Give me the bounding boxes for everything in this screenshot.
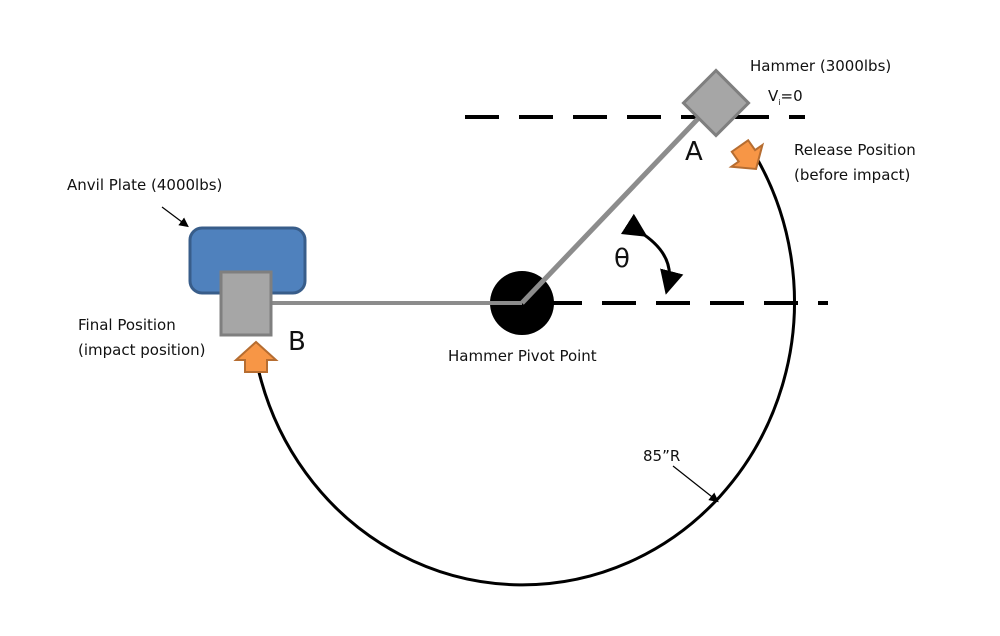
point-b-label: B xyxy=(288,327,306,357)
release-position-label-line1: Release Position xyxy=(794,141,916,159)
radius-pointer-arrow xyxy=(672,465,719,503)
impact-arrow-icon xyxy=(233,340,279,373)
final-position-label-line2: (impact position) xyxy=(78,341,206,359)
anvil-pointer-arrow xyxy=(161,206,189,228)
velocity-value: =0 xyxy=(780,87,803,105)
anvil-label: Anvil Plate (4000lbs) xyxy=(67,176,223,194)
final-position-label-line1: Final Position xyxy=(78,316,176,334)
velocity-symbol: V xyxy=(768,87,779,105)
hammer-final-position xyxy=(219,270,273,337)
hammer-label: Hammer (3000lbs) xyxy=(750,57,892,75)
theta-angle-arrow xyxy=(620,213,684,295)
velocity-subscript: i xyxy=(778,98,781,107)
release-position-label-line2: (before impact) xyxy=(794,166,911,184)
hammer-release-position xyxy=(681,68,751,138)
pivot-label: Hammer Pivot Point xyxy=(448,347,597,365)
release-arrow-icon xyxy=(728,138,765,171)
radius-label: 85”R xyxy=(643,447,681,465)
velocity-label: Vi=0 xyxy=(768,86,803,113)
point-a-label: A xyxy=(685,137,703,167)
hammer-arm-release xyxy=(520,102,714,305)
swing-arc xyxy=(256,149,796,587)
theta-label: θ xyxy=(614,244,630,274)
